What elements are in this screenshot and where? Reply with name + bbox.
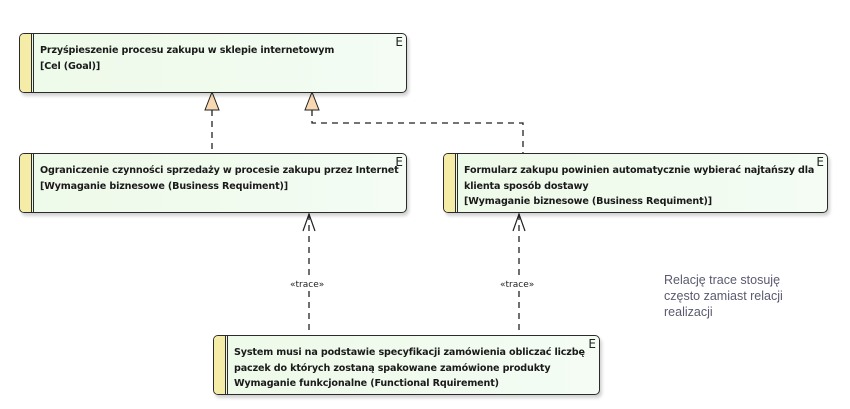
realization-arrowhead-icon: [304, 90, 320, 111]
trace-label: «trace»: [289, 280, 326, 290]
element-name: klienta sposób dostawy: [464, 180, 589, 192]
element-name: System musi na podstawie specyfikacji za…: [234, 347, 585, 358]
element-name: Przyśpieszenie procesu zakupu w sklepie …: [40, 45, 335, 56]
element-type-badge: E: [395, 35, 403, 49]
realization-line-br2-goal[interactable]: [311, 110, 524, 153]
element-stripe: [444, 154, 456, 212]
goal-element[interactable]: Przyśpieszenie procesu zakupu w sklepie …: [19, 33, 407, 93]
business-requirement-element[interactable]: Formularz zakupu powinien automatycznie …: [443, 153, 828, 213]
realization-arrowhead-icon: [204, 90, 220, 111]
note-line: realizacji: [664, 305, 713, 319]
element-stereotype: [Wymaganie biznesowe (Business Requiment…: [464, 196, 712, 207]
business-requirement-element[interactable]: Ograniczenie czynności sprzedaży w proce…: [19, 153, 407, 213]
element-type-badge: E: [588, 337, 596, 351]
element-name: Ograniczenie czynności sprzedaży w proce…: [40, 165, 399, 176]
element-stereotype: [Cel (Goal)]: [40, 60, 101, 72]
element-stereotype: [Wymaganie biznesowe (Business Requiment…: [40, 180, 288, 192]
element-name: Formularz zakupu powinien automatycznie …: [464, 165, 815, 176]
element-text: System musi na podstawie specyfikacji za…: [234, 345, 585, 392]
element-stereotype: Wymaganie funkcjonalne (Functional Rquir…: [234, 378, 499, 389]
note-line: Relację trace stosuję: [664, 273, 781, 287]
diagram-note[interactable]: Relację trace stosuję często zamiast rel…: [664, 272, 783, 320]
element-text: Formularz zakupu powinien automatycznie …: [464, 163, 815, 210]
element-text: Przyśpieszenie procesu zakupu w sklepie …: [40, 43, 384, 74]
note-line: często zamiast relacji: [664, 289, 783, 303]
open-arrowhead-icon: [512, 212, 526, 232]
trace-label: «trace»: [499, 280, 536, 290]
element-type-badge: E: [816, 155, 824, 169]
open-arrowhead-icon: [302, 212, 316, 232]
element-type-badge: E: [395, 155, 403, 169]
element-stripe: [20, 34, 32, 92]
element-text: Ograniczenie czynności sprzedaży w proce…: [40, 163, 399, 194]
functional-requirement-element[interactable]: System musi na podstawie specyfikacji za…: [213, 335, 600, 395]
element-stripe: [20, 154, 32, 212]
element-name: paczek do których zostaną spakowane zamó…: [234, 362, 551, 374]
element-stripe: [214, 336, 226, 394]
